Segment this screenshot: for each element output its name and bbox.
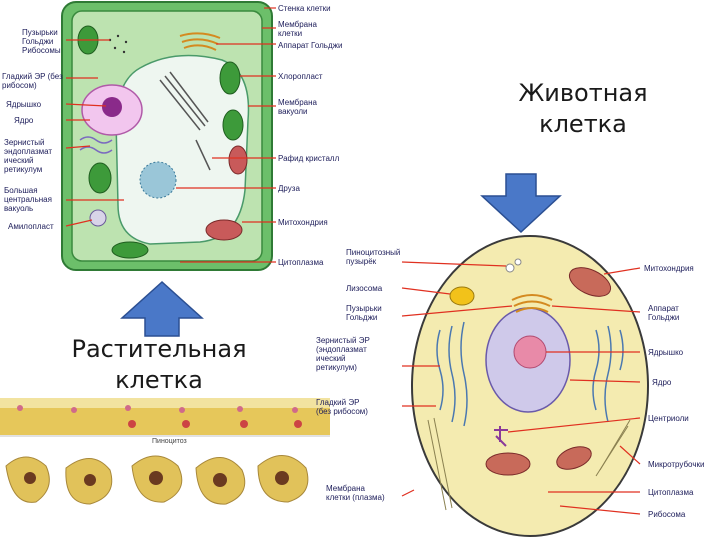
plant-label-rough-er: Зернистый эндоплазмат ический ретикулум xyxy=(4,138,53,174)
animal-centrioles xyxy=(494,426,508,447)
plant-label-nucleus: Ядро xyxy=(14,116,34,125)
plant-chloroplast xyxy=(111,241,149,259)
animal-label-rough-er: Зернистый ЭР (эндоплазмат ический ретику… xyxy=(316,336,370,372)
animal-label-microtubules: Микротрубочки xyxy=(648,460,705,469)
plant-label-golgi: Аппарат Гольджи xyxy=(278,41,343,50)
animal-label-ribosome: Рибосома xyxy=(648,510,686,519)
animal-label-nucleus: Ядро xyxy=(652,378,672,387)
plant-label-chloroplast: Хлоропласт xyxy=(278,72,323,81)
plant-amyloplast xyxy=(89,209,107,227)
plant-chloroplast xyxy=(88,162,112,194)
plant-label-druse: Друза xyxy=(278,184,300,193)
plant-right-pointers xyxy=(176,7,276,263)
animal-lysosome xyxy=(449,286,475,306)
animal-label-lysosome: Лизосома xyxy=(346,284,383,293)
plant-label-cell-wall: Стенка клетки xyxy=(278,4,331,13)
animal-mitochondrion xyxy=(568,267,612,297)
plant-golgi xyxy=(179,32,221,51)
animal-label-golgi: Аппарат Гольджи xyxy=(648,304,680,322)
pinocytosis-strip xyxy=(0,398,330,505)
animal-microtubules xyxy=(427,417,631,511)
plant-label-mitochondrion: Митохондрия xyxy=(278,218,328,227)
plant-label-cell-membrane: Мембрана клетки xyxy=(278,20,317,38)
plant-label-golgi-vesicles-ribosomes: Пузырьки Гольджи Рибосомы xyxy=(22,28,61,55)
plant-chloroplast xyxy=(222,109,244,141)
plant-label-nucleolus: Ядрышко xyxy=(6,100,42,109)
plant-label-central-vacuole: Большая центральная вакуоль xyxy=(4,186,52,213)
plant-druse xyxy=(139,161,177,199)
pinocytosis-label: Пиноцитоз xyxy=(152,438,187,445)
animal-label-cytoplasm: Цитоплазма xyxy=(648,488,694,497)
plant-nucleolus xyxy=(102,97,122,117)
animal-down-arrow xyxy=(480,173,562,234)
plant-mitochondrion xyxy=(205,219,243,241)
plant-up-arrow xyxy=(120,280,204,337)
animal-nucleolus xyxy=(513,335,547,369)
animal-cell-caption: Животная клетка xyxy=(518,79,648,138)
plant-rough-er xyxy=(79,136,113,154)
plant-label-smooth-er: Гладкий ЭР (без рибосом) xyxy=(2,72,63,90)
animal-pinocytotic-vesicle xyxy=(505,258,522,273)
plant-mitochondrion xyxy=(228,145,248,175)
animal-label-nucleolus: Ядрышко xyxy=(648,348,684,357)
animal-pointers xyxy=(401,261,641,515)
plant-label-amyloplast: Амилопласт xyxy=(8,222,54,231)
animal-label-cell-membrane: Мембрана клетки (плазма) xyxy=(326,484,385,502)
plant-label-vacuole-membrane: Мембрана вакуоли xyxy=(278,98,317,116)
animal-mitochondrion xyxy=(485,452,531,476)
animal-rough-er xyxy=(436,321,624,427)
animal-mitochondrion xyxy=(556,446,592,470)
animal-label-centrioles: Центриоли xyxy=(648,414,689,423)
animal-label-pinocytotic-vesicle: Пиноцитозный пузырёк xyxy=(346,248,401,266)
plant-cell-caption: Растительная клетка xyxy=(71,335,247,394)
plant-chloroplast xyxy=(219,61,241,95)
animal-golgi xyxy=(511,294,553,313)
plant-left-pointers xyxy=(65,39,124,227)
plant-raphide xyxy=(159,71,211,171)
animal-label-smooth-er: Гладкий ЭР (без рибосом) xyxy=(316,398,368,416)
plant-label-raphide: Рафид кристалл xyxy=(278,154,340,163)
animal-label-golgi-vesicles: Пузырьки Гольджи xyxy=(346,304,382,322)
animal-label-mitochondrion: Митохондрия xyxy=(644,264,694,273)
plant-label-cytoplasm: Цитоплазма xyxy=(278,258,324,267)
